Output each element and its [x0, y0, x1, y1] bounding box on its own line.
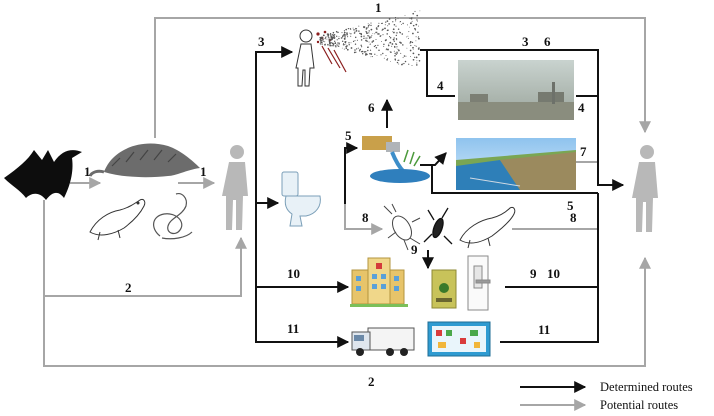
route-label-7: 7 [580, 144, 587, 159]
route-label-10-left: 10 [287, 266, 300, 281]
potential-route-8-left [344, 204, 384, 235]
cockroach-illustration [383, 203, 421, 251]
determined-route-11 [500, 193, 599, 343]
route-label-1-top: 1 [375, 0, 382, 15]
sneezing-person-illustration [295, 29, 347, 87]
route-label-6-top: 6 [544, 34, 551, 49]
route-label-10-right: 10 [547, 266, 560, 281]
refrigerator-illustration [427, 321, 491, 357]
determined-route-5 [344, 142, 598, 204]
bat-illustration [4, 150, 82, 200]
legend-potential-label: Potential routes [600, 398, 678, 412]
wastewater-illustration [362, 136, 430, 183]
ferret-right-illustration [459, 207, 516, 249]
potential-route-2-mid [43, 200, 247, 297]
route-label-4-right: 4 [578, 100, 585, 115]
determined-routes-trunk [255, 46, 350, 348]
route-label-5-right: 5 [567, 198, 574, 213]
route-label-9-center: 9 [411, 242, 418, 257]
route-label-4-left: 4 [437, 78, 444, 93]
pangolin-illustration [88, 143, 200, 178]
person-right-illustration [632, 145, 658, 232]
aerosol-spray-illustration [319, 10, 421, 66]
dust-storm-photo [458, 60, 574, 120]
route-label-11-left: 11 [287, 321, 299, 336]
ferret-illustration [89, 199, 146, 241]
determined-route-4-left [426, 50, 455, 97]
determined-route-3-6 [420, 49, 625, 191]
irrigation-field-photo [456, 138, 576, 190]
vending-machine-illustration [431, 269, 457, 309]
route-label-2-bottom: 2 [368, 374, 375, 389]
buildings-illustration [350, 257, 408, 307]
cricket-illustration [423, 207, 453, 245]
route-label-6-up: 6 [368, 100, 375, 115]
legend: Determined routes Potential routes [520, 380, 693, 412]
route-label-9-right: 9 [530, 266, 537, 281]
route-label-3-right: 3 [522, 34, 529, 49]
route-label-1-mid: 1 [200, 164, 207, 179]
route-label-8-left: 8 [362, 210, 369, 225]
route-label-8-right: 8 [570, 210, 577, 225]
route-label-5-left: 5 [345, 128, 352, 143]
toilet-illustration [281, 171, 321, 227]
route-label-11-right: 11 [538, 322, 550, 337]
door-handle-illustration [467, 255, 491, 311]
potential-route-1-top [154, 17, 651, 138]
snake-illustration [153, 193, 193, 240]
person-left-illustration [222, 145, 248, 230]
route-label-2-mid: 2 [125, 280, 132, 295]
truck-illustration [351, 327, 415, 356]
route-label-3-left: 3 [258, 34, 265, 49]
route-label-1-left: 1 [84, 164, 91, 179]
potential-route-2-bottom [43, 256, 651, 367]
legend-determined-label: Determined routes [600, 380, 693, 394]
